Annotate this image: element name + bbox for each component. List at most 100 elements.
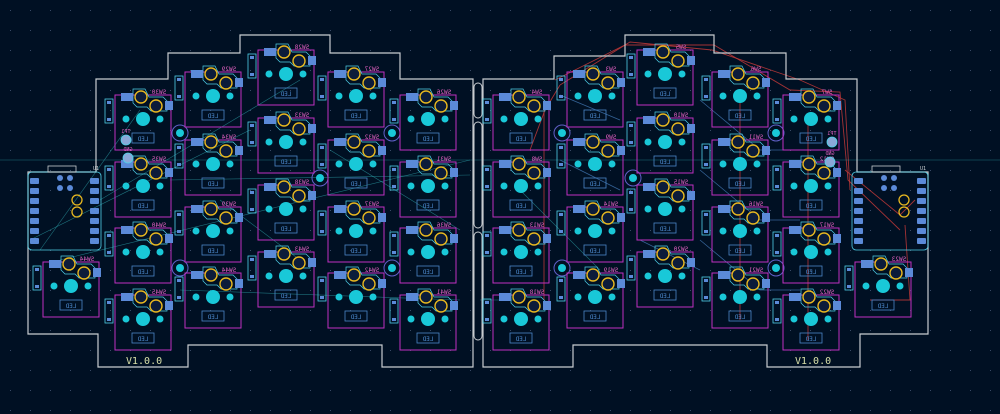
led-outline <box>131 199 155 211</box>
switch-pin-ring <box>277 180 291 194</box>
led-outline <box>653 155 677 167</box>
mount-hole-ring <box>767 124 785 142</box>
switch-peg-hole <box>226 293 234 301</box>
diode-pad <box>392 185 396 188</box>
switch-pin-ring <box>347 202 361 216</box>
switch-peg-hole <box>156 315 164 323</box>
diode-pad <box>107 118 111 121</box>
diode-pad <box>775 118 779 121</box>
switch-pin-ring <box>527 99 541 113</box>
hotswap-socket-outline <box>654 43 690 67</box>
socket-pad <box>450 234 458 243</box>
switch-center-hole <box>421 179 435 193</box>
socket-pad <box>450 301 458 310</box>
hotswap-socket-outline <box>345 65 381 89</box>
led-label: LED <box>422 203 433 210</box>
switch-pin-ring <box>434 299 448 313</box>
mount-hole <box>388 129 396 137</box>
mount-hole <box>176 264 184 272</box>
socket-pad <box>543 168 551 177</box>
diode-pad <box>107 301 111 304</box>
switch-peg-hole <box>84 282 92 290</box>
socket-pad <box>905 268 913 277</box>
socket-pad <box>406 160 418 168</box>
switch-peg-hole <box>369 293 377 301</box>
diode-pad <box>559 213 563 216</box>
test-point-label: GND <box>123 147 132 153</box>
switch-ref-label: SW27 <box>364 66 379 73</box>
switch-center-hole <box>514 179 528 193</box>
diode-outline <box>317 143 327 169</box>
switch-peg-hole <box>226 160 234 168</box>
led-outline <box>416 132 440 144</box>
switch-peg-hole <box>534 315 542 323</box>
led-label: LED <box>207 248 218 255</box>
pin-pad <box>917 208 926 214</box>
diode-outline <box>482 231 492 257</box>
via-pad <box>67 175 73 181</box>
led-label: LED <box>350 113 361 120</box>
led-label: LED <box>422 269 433 276</box>
switch-peg-hole <box>824 248 832 256</box>
diode-outline <box>482 165 492 191</box>
switch-peg-hole <box>500 115 508 123</box>
led-outline <box>509 199 533 211</box>
hotswap-socket-outline <box>275 43 311 67</box>
pin-pad <box>917 228 926 234</box>
led-label: LED <box>137 269 148 276</box>
diode-pad <box>629 73 633 76</box>
socket-pad <box>121 293 133 301</box>
led-label: LED <box>805 136 816 143</box>
diode-outline <box>772 231 782 257</box>
socket-pad <box>499 160 511 168</box>
switch-pin-ring <box>362 76 376 90</box>
led-label: LED <box>589 314 600 321</box>
pin-pad <box>90 228 99 234</box>
led-label: LED <box>350 248 361 255</box>
diode-outline <box>626 121 636 147</box>
hotswap-socket-outline <box>800 221 836 245</box>
switch-peg-hole <box>678 70 686 78</box>
test-point-label: TP1 <box>121 129 130 135</box>
diode-outline <box>556 210 566 236</box>
mcu-connector-left: U1 <box>27 165 102 251</box>
switch-pin-ring <box>746 76 760 90</box>
mount-hole-ring <box>767 259 785 277</box>
switch-footprint: LED SW26 <box>389 88 458 151</box>
switch-peg-hole <box>265 205 273 213</box>
switch-center-hole <box>421 245 435 259</box>
diode-pad <box>320 213 324 216</box>
switch-peg-hole <box>790 248 798 256</box>
socket-pad <box>378 78 386 87</box>
led-outline <box>344 109 368 121</box>
switch-pin-ring <box>77 266 91 280</box>
hotswap-socket-outline <box>510 221 546 245</box>
via-pad <box>881 185 887 191</box>
diode-outline <box>772 298 782 324</box>
led-label: LED <box>422 136 433 143</box>
switch-center-hole <box>588 224 602 238</box>
led-outline <box>416 332 440 344</box>
switch-pin-ring <box>746 277 760 291</box>
socket-pad <box>334 70 346 78</box>
pin-pad <box>854 178 863 184</box>
switch-peg-hole <box>644 205 652 213</box>
pin-pad <box>30 178 39 184</box>
switch-ref-label: SW26 <box>436 89 451 96</box>
diode-outline <box>844 265 854 291</box>
switch-center-hole <box>658 67 672 81</box>
switch-pin-ring <box>419 290 433 304</box>
socket-pad <box>617 213 625 222</box>
switch-peg-hole <box>441 248 449 256</box>
switch-center-hole <box>733 224 747 238</box>
diode-outline <box>104 298 114 324</box>
hotswap-socket-outline <box>584 65 620 89</box>
led-label: LED <box>734 113 745 120</box>
via-pad <box>891 185 897 191</box>
